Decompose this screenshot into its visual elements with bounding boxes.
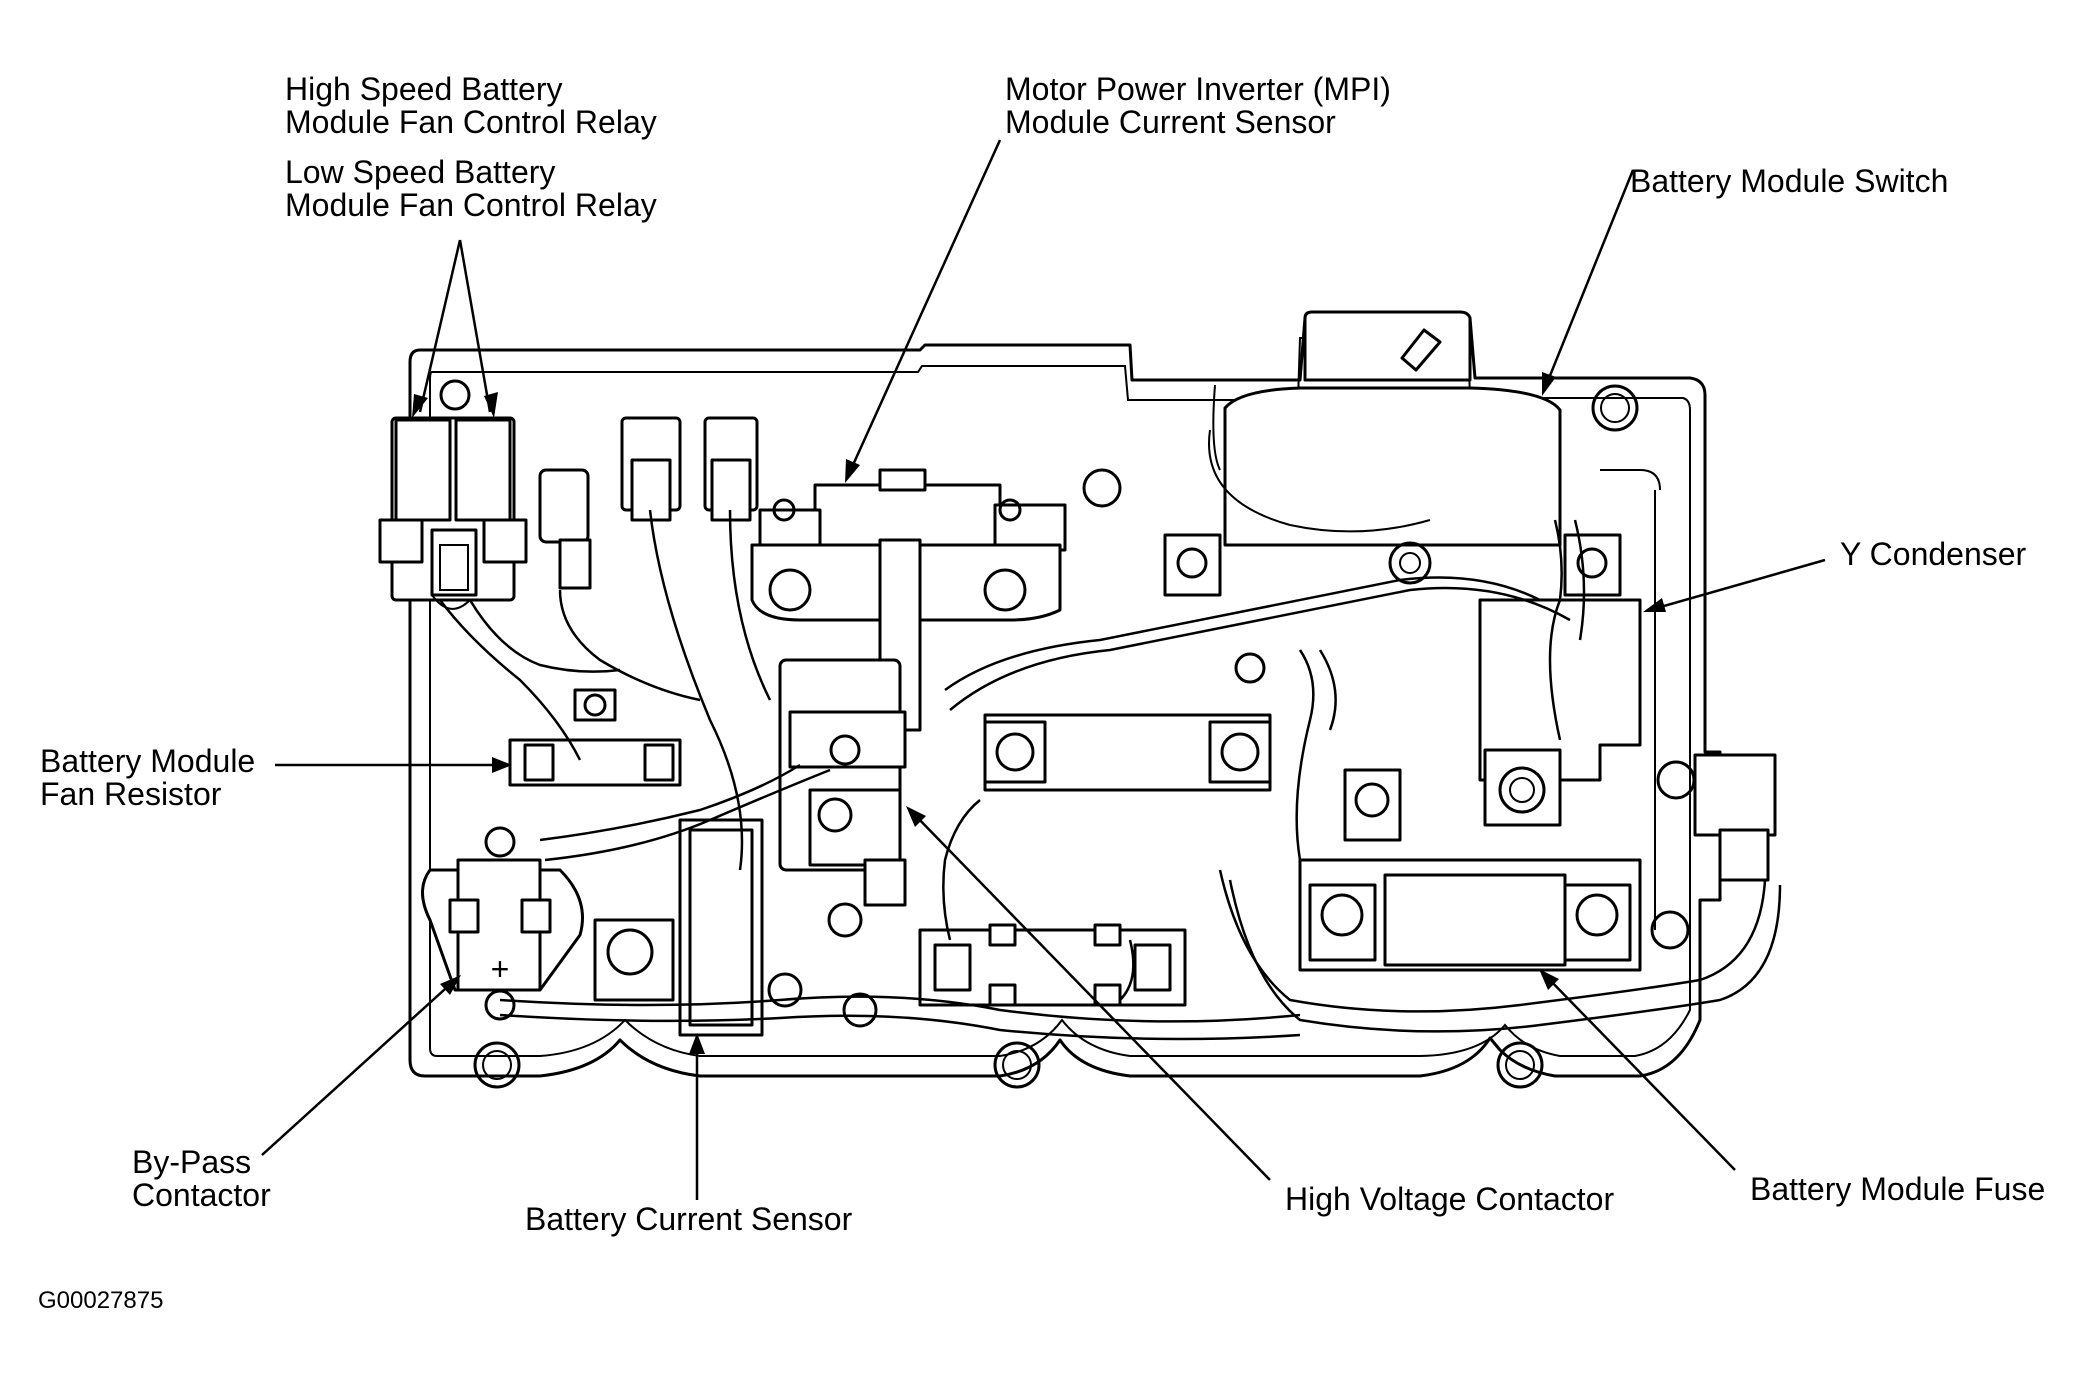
label-y-condenser: Y Condenser	[1840, 536, 2027, 572]
battery-module-housing	[408, 310, 1722, 1089]
label-fan-resistor-line1: Battery Module	[40, 743, 255, 779]
y-condenser	[1478, 598, 1642, 827]
fan-resistor	[508, 688, 682, 787]
battery-module-fuse	[1298, 768, 1642, 972]
bypass-contactor: +	[421, 826, 584, 1021]
label-high-speed-relay-line2: Module Fan Control Relay	[285, 104, 657, 140]
fan-control-relays	[378, 416, 528, 610]
label-low-speed-relay-line1: Low Speed Battery	[285, 154, 555, 190]
label-high-voltage-contactor: High Voltage Contactor	[1285, 1181, 1614, 1217]
label-high-speed-relay-line1: High Speed Battery	[285, 71, 563, 107]
label-bypass-contactor-line1: By-Pass	[132, 1144, 251, 1180]
battery-module-switch	[1163, 386, 1622, 597]
high-voltage-contactor	[778, 658, 907, 938]
lower-bracket	[842, 923, 1187, 1028]
label-battery-current-sensor: Battery Current Sensor	[525, 1201, 853, 1237]
label-module-switch: Battery Module Switch	[1630, 163, 1948, 199]
label-module-fuse: Battery Module Fuse	[1750, 1171, 2045, 1207]
label-low-speed-relay-line2: Module Fan Control Relay	[285, 187, 657, 223]
right-edge-connector	[1693, 753, 1777, 882]
plus-glyph: +	[491, 951, 510, 987]
label-mpi-sensor-line2: Module Current Sensor	[1005, 104, 1336, 140]
label-mpi-sensor-line1: Motor Power Inverter (MPI)	[1005, 71, 1391, 107]
label-bypass-contactor-line2: Contactor	[132, 1177, 271, 1213]
figure-id: G00027875	[38, 1287, 163, 1314]
callout-labels: High Speed Battery Module Fan Control Re…	[38, 71, 2045, 1314]
battery-current-sensor	[593, 818, 803, 1037]
connectors	[538, 416, 759, 590]
center-fuse	[983, 652, 1272, 792]
leader-lines	[261, 139, 1826, 1200]
wiring-harness	[439, 384, 1782, 1041]
label-fan-resistor-line2: Fan Resistor	[40, 776, 222, 812]
